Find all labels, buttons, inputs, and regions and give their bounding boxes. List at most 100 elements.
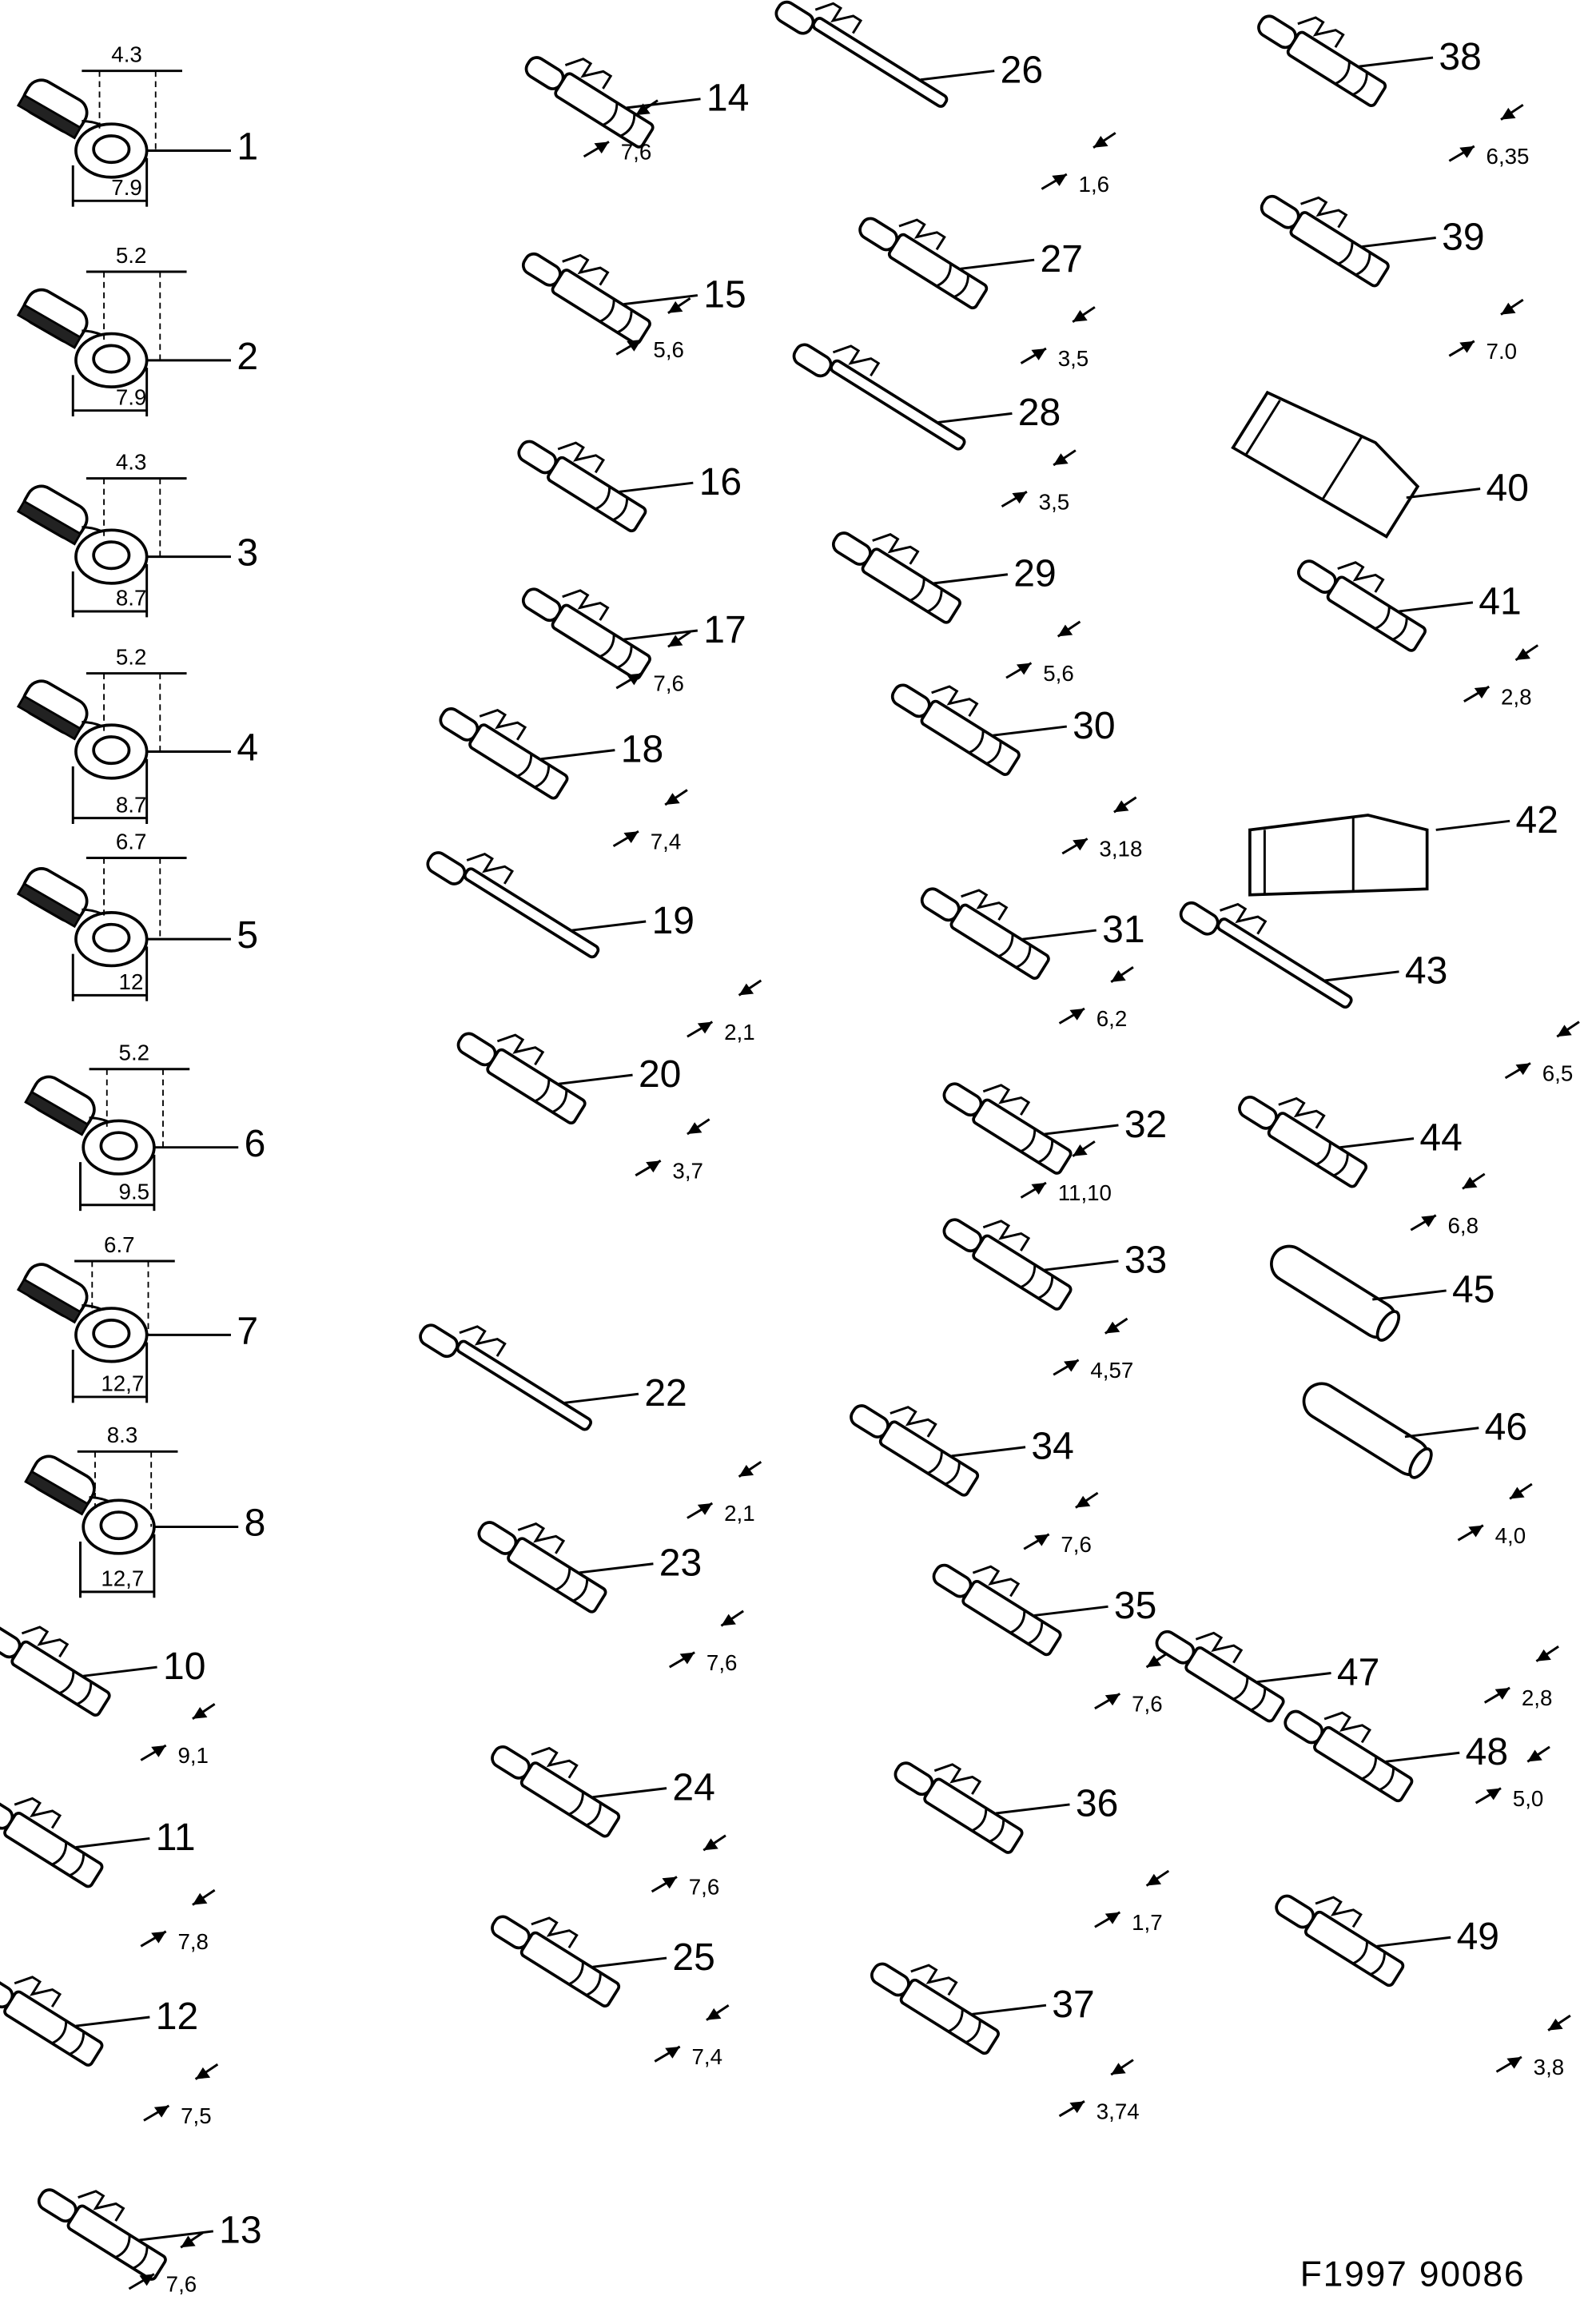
connector-36: 1,736 bbox=[894, 1761, 1170, 1935]
insulated-barrel bbox=[16, 867, 89, 929]
dimension-label: 7,8 bbox=[177, 1929, 209, 1954]
dimension-arrow bbox=[1527, 1749, 1542, 1762]
crimp-wings bbox=[961, 889, 1009, 921]
dimension-arrow bbox=[1459, 145, 1475, 158]
crimp-wings bbox=[982, 1220, 1031, 1251]
leader-line bbox=[579, 1562, 654, 1574]
dimension-label: 11,10 bbox=[1058, 1180, 1112, 1205]
crimp-barrel bbox=[792, 343, 833, 378]
blade-connector-icon bbox=[831, 531, 961, 624]
blade-connector-icon bbox=[524, 56, 655, 149]
dimension-label: 6,8 bbox=[1448, 1213, 1479, 1238]
part-body bbox=[932, 1563, 1062, 1657]
part-body bbox=[792, 343, 966, 451]
contact-curl bbox=[599, 634, 633, 669]
dimension-arrow bbox=[1501, 302, 1516, 315]
dimension-label: 3,74 bbox=[1097, 2099, 1140, 2123]
dimension-label: 5.2 bbox=[116, 644, 147, 669]
leader-line bbox=[1399, 601, 1474, 613]
blade-connector-icon bbox=[521, 252, 651, 345]
contact-body bbox=[923, 1777, 1024, 1854]
housing-icon bbox=[1248, 814, 1429, 897]
part-number: 27 bbox=[1041, 238, 1083, 281]
blade-connector-icon bbox=[439, 707, 569, 800]
part-body bbox=[1257, 14, 1387, 107]
connector-10: 9,110 bbox=[0, 1624, 216, 1768]
part-number: 34 bbox=[1031, 1426, 1073, 1468]
dimension-label: 3,7 bbox=[672, 1158, 703, 1183]
barrel-shade bbox=[16, 881, 82, 929]
dimension-arrow bbox=[1146, 1873, 1162, 1886]
part-number: 16 bbox=[699, 461, 742, 503]
part-number: 23 bbox=[659, 1542, 702, 1585]
barrel-shade bbox=[16, 94, 82, 140]
dimension-arrow bbox=[697, 1021, 713, 1034]
crimp-wings bbox=[459, 1325, 507, 1357]
connector-45: 45 bbox=[1270, 1244, 1495, 1342]
dimension-arrow bbox=[1031, 348, 1046, 360]
socket-connector-icon bbox=[942, 1218, 1073, 1311]
contact-body bbox=[3, 1990, 104, 2067]
part-number: 6 bbox=[245, 1123, 266, 1165]
leader-line bbox=[920, 70, 995, 82]
contact-body bbox=[1184, 1646, 1285, 1723]
part-body bbox=[1270, 1244, 1401, 1342]
crimp-wings bbox=[1300, 196, 1348, 229]
contact-body bbox=[1303, 1910, 1405, 1988]
contact-body bbox=[519, 1931, 621, 2008]
insulated-barrel bbox=[16, 679, 89, 741]
part-body bbox=[1284, 1709, 1414, 1803]
dimension-label: 5.2 bbox=[116, 243, 147, 268]
contact-body bbox=[972, 1098, 1073, 1175]
barrel-shade bbox=[24, 1470, 90, 1516]
part-body bbox=[37, 2188, 167, 2281]
part-body bbox=[1260, 194, 1390, 288]
blade-connector-icon bbox=[1275, 1894, 1405, 1988]
connector-28: 3,528 bbox=[792, 343, 1077, 514]
pin-connector-icon bbox=[792, 343, 966, 451]
part-number: 33 bbox=[1124, 1240, 1167, 1282]
sleeve-opening bbox=[1375, 1310, 1401, 1342]
dimension-label: 7,6 bbox=[689, 1875, 720, 1900]
ring-terminal-icon bbox=[16, 288, 149, 388]
dimension-label: 6.7 bbox=[104, 1232, 135, 1257]
ring-terminal-icon bbox=[16, 867, 149, 968]
part-body bbox=[477, 1521, 607, 1614]
part-body bbox=[0, 1974, 104, 2067]
part-number: 15 bbox=[703, 273, 746, 316]
blade-connector-icon bbox=[1284, 1709, 1414, 1803]
part-body bbox=[0, 1795, 104, 1888]
contact-curl bbox=[51, 1841, 86, 1877]
part-number: 11 bbox=[156, 1817, 196, 1859]
dimension-label: 6,35 bbox=[1487, 144, 1530, 169]
leader-line bbox=[564, 1392, 639, 1404]
connector-16: 16 bbox=[517, 440, 742, 533]
crimp-wings bbox=[890, 1406, 937, 1438]
part-number: 47 bbox=[1337, 1651, 1379, 1693]
contact-curl bbox=[936, 263, 969, 299]
ring-terminal-icon bbox=[24, 1075, 156, 1176]
contact-body bbox=[1216, 917, 1353, 1009]
socket-connector-icon bbox=[894, 1761, 1024, 1854]
part-body bbox=[419, 1323, 592, 1431]
part-body bbox=[1302, 1382, 1433, 1479]
dimension-label: 5,6 bbox=[653, 337, 684, 362]
part-body bbox=[890, 683, 1021, 776]
contact-curl bbox=[1337, 241, 1371, 277]
crimp-barrel bbox=[1179, 901, 1220, 936]
part-number: 10 bbox=[163, 1645, 205, 1688]
dimension-arrow bbox=[1034, 1534, 1049, 1546]
connector-43: 6,543 bbox=[1179, 901, 1580, 1086]
dimension-arrow bbox=[697, 1502, 713, 1515]
insulated-barrel bbox=[16, 288, 89, 349]
dimension-arrow bbox=[706, 2008, 722, 2020]
ring-terminal-icon bbox=[16, 1263, 149, 1363]
connector-25: 7,425 bbox=[491, 1915, 730, 2069]
contact-curl bbox=[568, 1792, 602, 1827]
leader-line bbox=[1339, 1137, 1415, 1149]
dimension-arrow bbox=[627, 673, 642, 686]
bullet-connector-icon bbox=[1270, 1244, 1401, 1342]
dimension-label: 1,6 bbox=[1079, 172, 1110, 197]
